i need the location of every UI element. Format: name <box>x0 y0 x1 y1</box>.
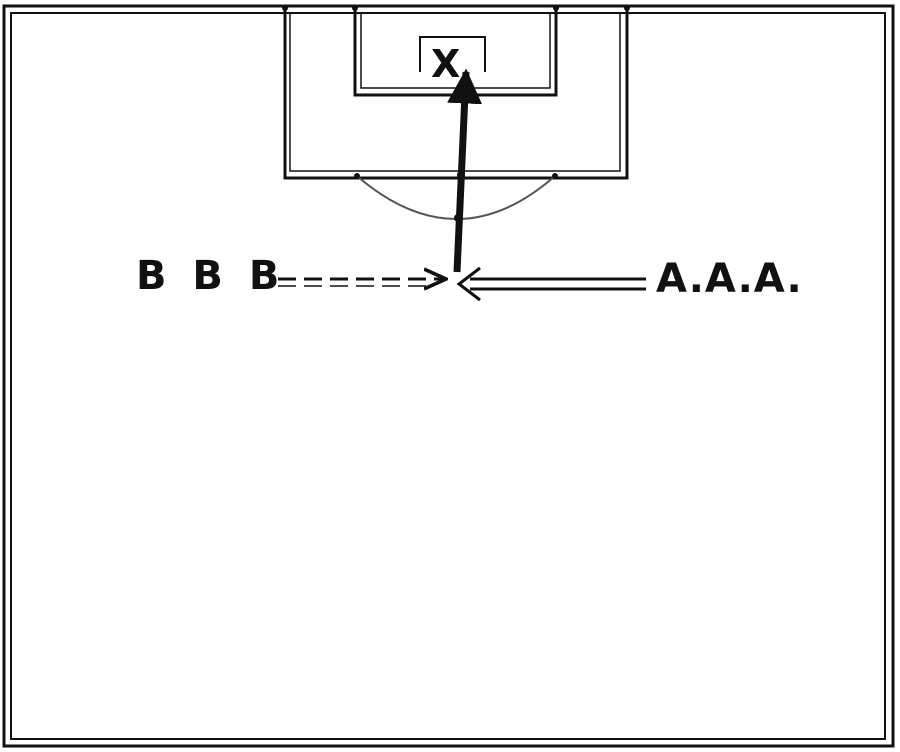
goal-area-outer <box>283 6 629 180</box>
goal-arc <box>356 175 556 220</box>
goal-area-outer-inner <box>289 13 621 172</box>
arc-end-left-dot <box>354 173 360 179</box>
court-boundary-inner <box>10 12 886 740</box>
top-corner-dot-2 <box>352 5 358 11</box>
arc-end-right-dot <box>552 173 558 179</box>
top-corner-dot-1 <box>282 5 288 11</box>
vertical-arrow <box>447 68 483 273</box>
court-boundary-outer <box>2 4 895 748</box>
marker-x-label: X <box>431 42 461 86</box>
left-group-label: B B B <box>136 253 286 299</box>
right-group-label: A.A.A. <box>656 256 803 302</box>
marker-box <box>419 36 486 72</box>
double-arrow-right-head <box>456 266 481 302</box>
top-corner-dot-3 <box>553 5 559 11</box>
top-corner-dot-4 <box>624 5 630 11</box>
